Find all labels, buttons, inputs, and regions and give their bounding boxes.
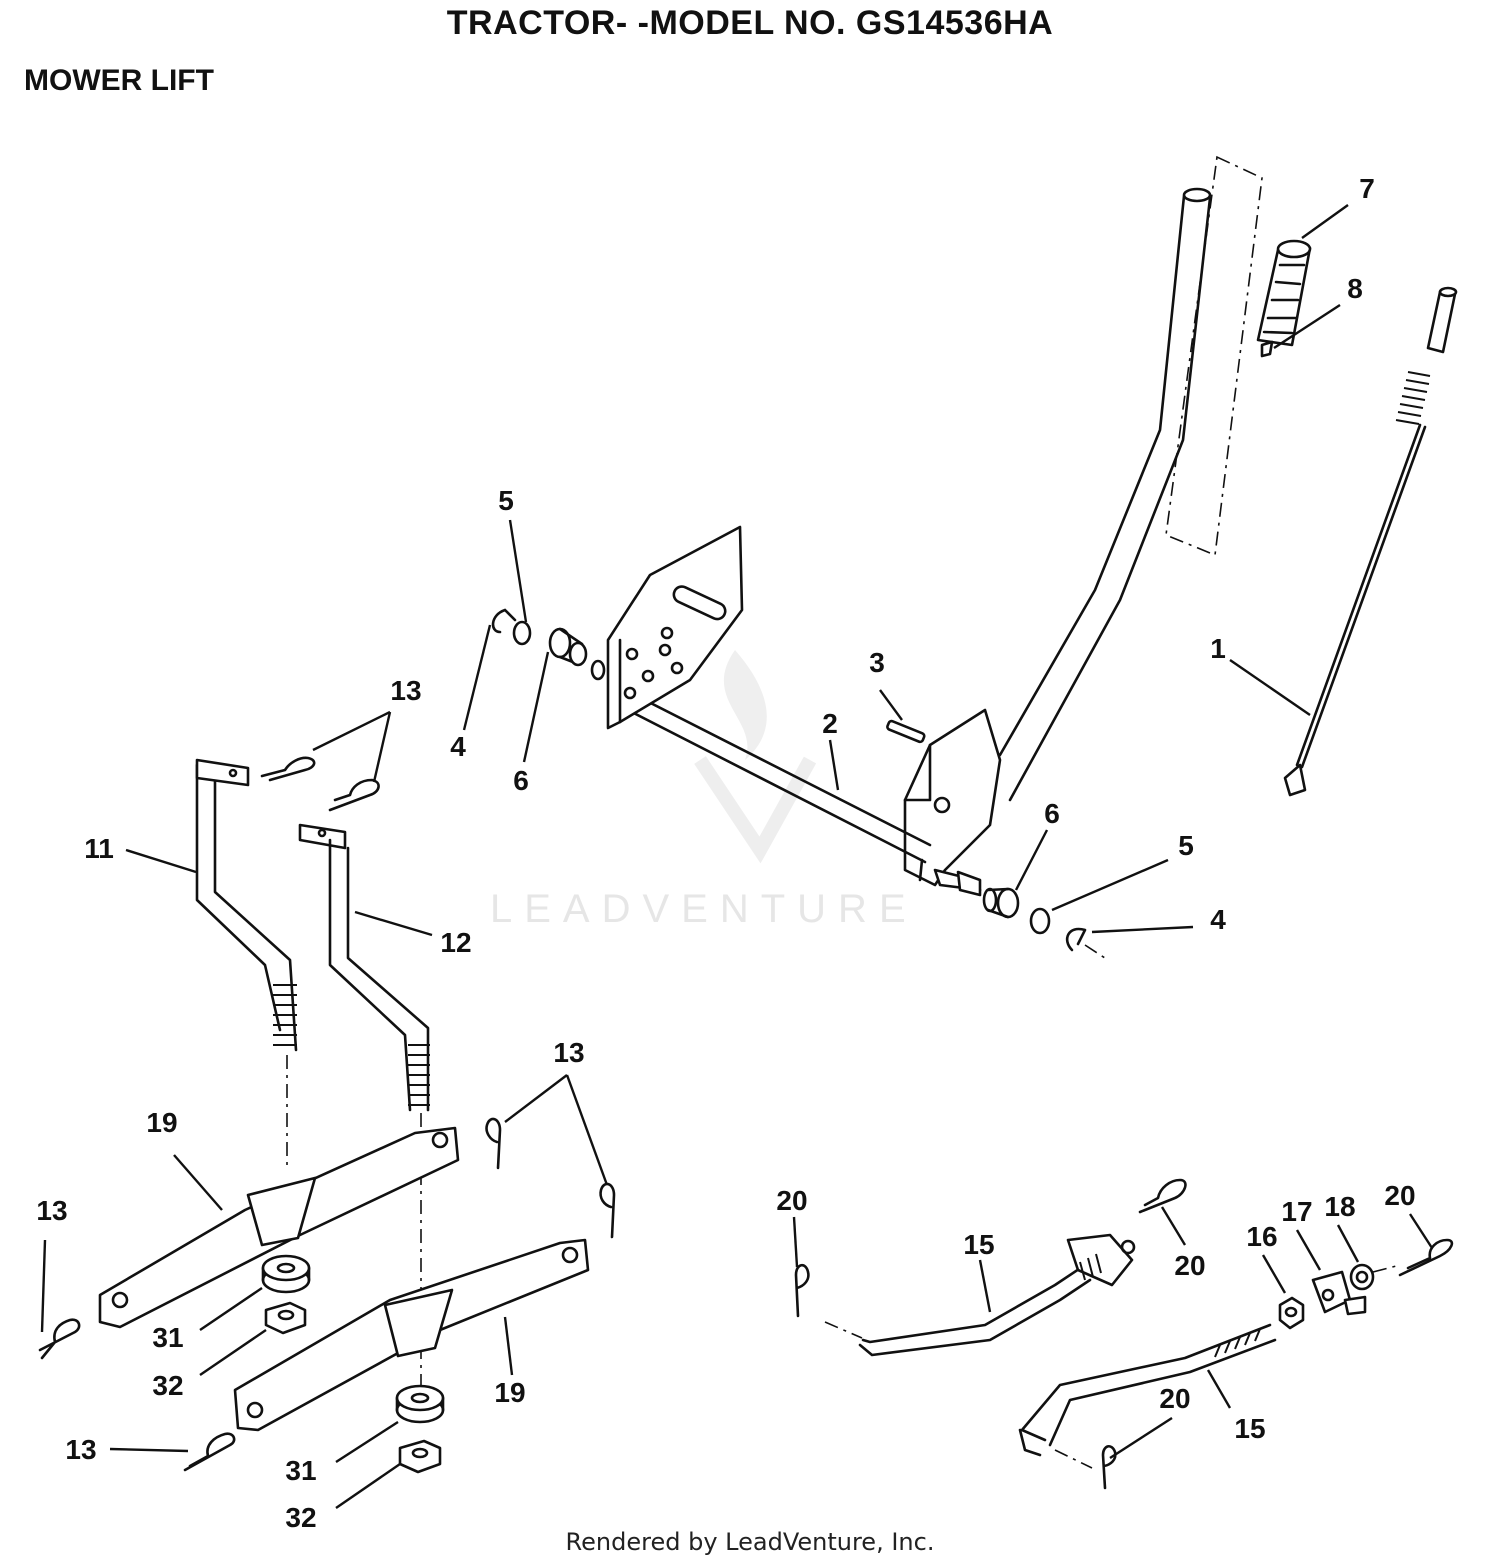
watermark: LEADVENTURE	[490, 650, 918, 931]
callout-13-b: 13	[553, 1037, 584, 1068]
lift-rod	[1283, 286, 1458, 797]
watermark-text: LEADVENTURE	[490, 887, 918, 931]
callout-32-upper: 32	[152, 1370, 183, 1401]
handle-grip	[1256, 239, 1312, 358]
spring-pin	[886, 719, 926, 744]
callout-20-c: 20	[1384, 1180, 1415, 1211]
callout-17: 17	[1281, 1196, 1312, 1227]
lift-link-12	[298, 823, 430, 1112]
callout-1: 1	[1210, 633, 1226, 664]
callout-12: 12	[440, 927, 471, 958]
retaining-ring-right	[1065, 927, 1087, 952]
callout-15-upper: 15	[963, 1229, 994, 1260]
callout-5-right: 5	[1178, 830, 1194, 861]
callout-5-left: 5	[498, 485, 514, 516]
callout-2: 2	[822, 708, 838, 739]
trunnion-17	[1311, 1270, 1367, 1316]
deflector-link-lower	[1018, 1323, 1277, 1457]
callout-4-left: 4	[450, 731, 466, 762]
hairpin-clip-20b	[1138, 1178, 1187, 1214]
callout-7: 7	[1359, 173, 1375, 204]
lift-shaft-assembly	[617, 187, 1212, 892]
callout-13-a: 13	[390, 675, 421, 706]
callout-labels: 7 8 5 1 3 2 4 6 13 11 6 5 12 4 13 19 13 …	[36, 173, 1415, 1533]
deflector-link-upper	[858, 1233, 1136, 1357]
callout-19-upper: 19	[146, 1107, 177, 1138]
nut-16	[1278, 1296, 1305, 1330]
lift-arm-upper	[98, 1126, 460, 1329]
washer-left	[512, 620, 532, 646]
handle-phantom-outline	[1165, 155, 1263, 557]
callout-6-left: 6	[513, 765, 529, 796]
leader-lines	[40, 204, 1434, 1509]
callout-13-c: 13	[36, 1195, 67, 1226]
callout-16: 16	[1246, 1221, 1277, 1252]
bushing-left	[548, 627, 606, 681]
lift-arm-lower	[233, 1238, 590, 1432]
callout-8: 8	[1347, 273, 1363, 304]
lift-bracket-plate	[606, 525, 744, 730]
callout-20-d: 20	[1159, 1383, 1190, 1414]
lift-link-11	[195, 758, 298, 1052]
bushing-right	[956, 870, 1020, 919]
callout-13-d: 13	[65, 1434, 96, 1465]
spacer-nut-lower	[395, 1384, 445, 1474]
washer-right	[1029, 907, 1051, 935]
callout-19-lower: 19	[494, 1377, 525, 1408]
callout-31-upper: 31	[152, 1322, 183, 1353]
callout-18: 18	[1324, 1191, 1355, 1222]
footer-credit: Rendered by LeadVenture, Inc.	[565, 1528, 935, 1556]
retaining-ring-left	[491, 608, 517, 634]
hairpin-clip-20d	[1101, 1445, 1117, 1490]
hairpin-clip-20a	[794, 1263, 810, 1318]
callout-15-lower: 15	[1234, 1413, 1265, 1444]
hairpin-clips-13	[38, 756, 616, 1472]
callout-11: 11	[84, 833, 114, 864]
hairpin-clip-20c	[1398, 1238, 1454, 1277]
callout-32-lower: 32	[285, 1502, 316, 1533]
callout-4-right: 4	[1210, 904, 1226, 935]
callout-3: 3	[869, 647, 885, 678]
callout-20-a: 20	[776, 1185, 807, 1216]
page-title: TRACTOR- -MODEL NO. GS14536HA	[446, 4, 1054, 42]
section-title: MOWER LIFT	[24, 64, 214, 97]
callout-31-lower: 31	[285, 1455, 316, 1486]
callout-20-b: 20	[1174, 1250, 1205, 1281]
nut-18	[1349, 1263, 1375, 1291]
callout-6-right: 6	[1044, 798, 1060, 829]
spacer-nut-upper	[261, 1254, 311, 1335]
